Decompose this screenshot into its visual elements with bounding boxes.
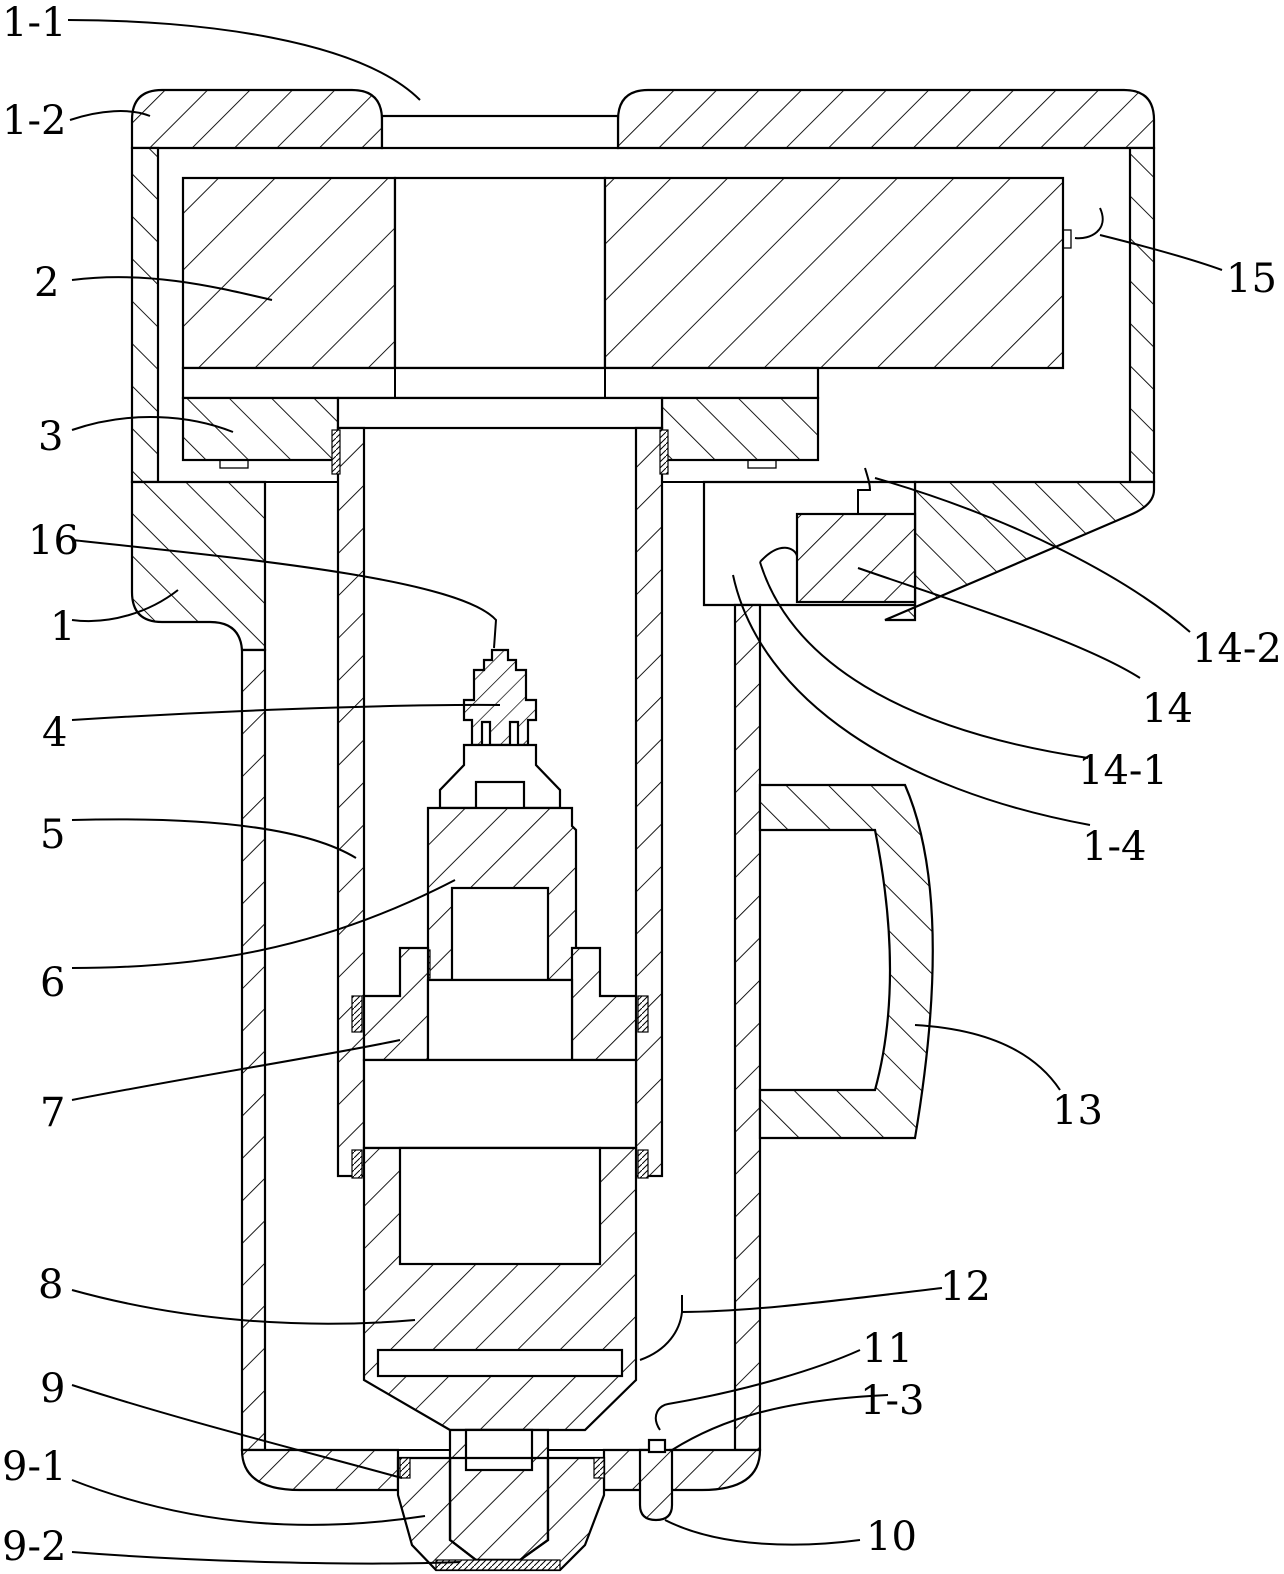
leader-11 [654,1349,861,1431]
side-handle [758,783,934,1140]
label-1-3: 1-3 [860,1378,924,1424]
leader-9 [71,1384,403,1479]
label-14-2: 14-2 [1192,626,1282,672]
connector [1062,229,1072,249]
leader-1-1 [67,19,421,101]
tip-assembly [438,648,562,829]
label-14: 14 [1142,686,1193,732]
leader-10 [664,1519,861,1546]
leader-9-2 [71,1551,461,1565]
leader-1-4 [732,574,1091,826]
label-9: 9 [40,1366,65,1412]
leader-8 [71,1289,416,1325]
leader-3 [71,416,234,433]
label-14-1: 14-1 [1078,748,1168,794]
label-15: 15 [1226,256,1277,302]
nozzle-cap [396,1456,606,1572]
leader-2 [71,276,273,301]
label-3: 3 [38,414,63,460]
leader-1-2 [69,110,151,121]
leader-14-2 [857,467,1191,633]
leader-lines [67,19,1223,1565]
leader-12 [639,1287,943,1361]
leader-4 [71,703,501,721]
label-6: 6 [40,960,65,1006]
lower-body [362,1058,638,1562]
label-1-4: 1-4 [1082,824,1146,870]
upper-holder [421,806,581,982]
sensor-block [795,512,917,604]
leader-1 [71,589,179,622]
label-11: 11 [862,1326,913,1372]
leader-5 [71,818,357,859]
label-2: 2 [34,260,59,306]
leader-13 [914,1024,1061,1091]
leader-15 [1074,207,1223,271]
label-1-1: 1-1 [2,0,66,46]
label-9-1: 9-1 [2,1444,66,1490]
leader-7 [71,1039,401,1101]
leader-14 [857,567,1141,679]
flange [181,396,820,469]
inner-tube [331,426,669,1179]
nut [362,946,638,1062]
label-1: 1 [50,604,75,650]
label-7: 7 [40,1090,65,1136]
label-10: 10 [866,1514,917,1560]
pin [638,1438,674,1522]
label-5: 5 [40,812,65,858]
label-12: 12 [940,1264,991,1310]
top-cover [130,88,1156,150]
label-1-2: 1-2 [2,98,66,144]
label-16: 16 [28,518,79,564]
top-opening [380,114,620,150]
leader-9-1 [71,1479,426,1526]
label-9-2: 9-2 [2,1524,66,1570]
leader-14-1 [759,546,1089,759]
label-13: 13 [1052,1088,1103,1134]
leader-6 [71,879,456,969]
upper-block [181,176,1065,400]
leader-16 [71,539,498,649]
leader-1-3 [671,1394,889,1451]
label-8: 8 [38,1262,63,1308]
label-4: 4 [42,710,67,756]
